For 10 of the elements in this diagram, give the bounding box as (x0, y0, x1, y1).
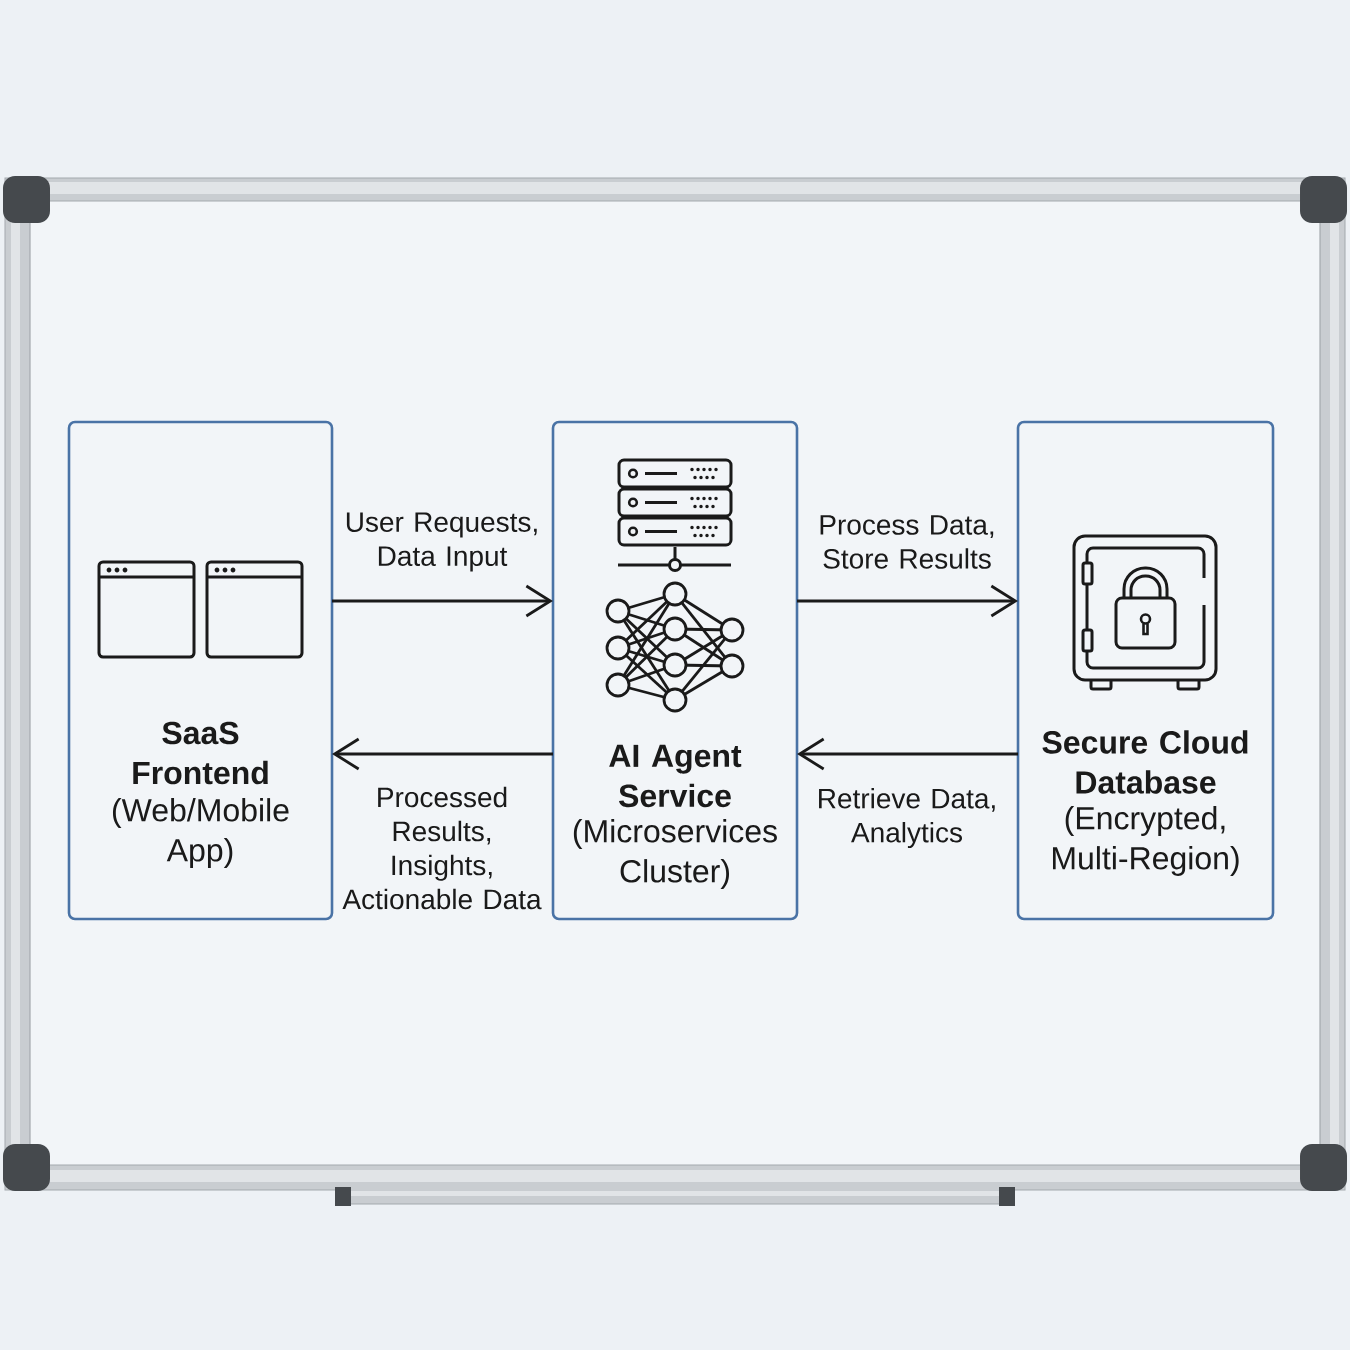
edge-label: Processed Results, Insights, Actionable Data (338, 785, 546, 911)
subtitle-text: (Microservices Cluster) (573, 819, 777, 889)
subtitle-text: (Web/Mobile App) (113, 798, 289, 868)
edge-label: Retrieve Data, Analytics (803, 786, 1011, 850)
title-text: SaaS Frontend (133, 721, 268, 785)
title-text: Secure Cloud Database (1042, 730, 1248, 794)
subtitle-text: (Encrypted, Multi-Region) (1053, 806, 1239, 876)
title-text: AI Agent Service (609, 744, 742, 808)
edge-label: Process Data, Store Results (803, 514, 1011, 570)
edge-label: User Requests, Data Input (338, 511, 546, 573)
